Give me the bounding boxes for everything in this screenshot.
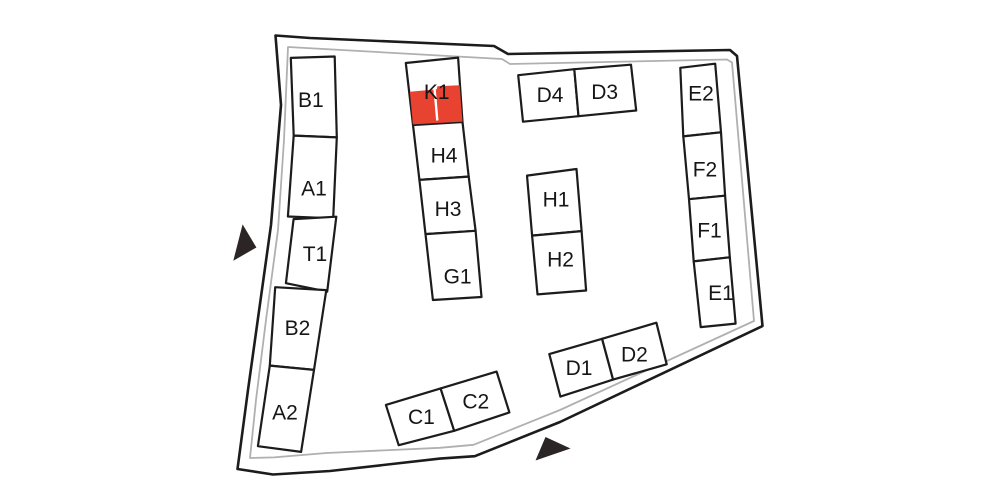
- svg-text:G1: G1: [444, 266, 472, 289]
- svg-text:D3: D3: [591, 81, 618, 104]
- svg-text:H3: H3: [435, 198, 462, 221]
- svg-text:K1: K1: [424, 81, 450, 104]
- svg-text:D4: D4: [537, 84, 564, 107]
- svg-text:E2: E2: [688, 83, 714, 106]
- svg-text:A1: A1: [301, 178, 327, 201]
- svg-text:B2: B2: [285, 317, 311, 340]
- svg-text:D2: D2: [621, 344, 648, 367]
- svg-text:B1: B1: [298, 89, 324, 112]
- svg-text:F1: F1: [697, 220, 722, 243]
- svg-text:A2: A2: [272, 402, 298, 425]
- svg-text:T1: T1: [303, 243, 328, 266]
- svg-text:H4: H4: [431, 145, 458, 168]
- svg-text:F2: F2: [693, 159, 718, 182]
- svg-text:C2: C2: [462, 391, 489, 414]
- svg-text:C1: C1: [408, 406, 435, 429]
- svg-text:H2: H2: [547, 249, 574, 272]
- svg-text:E1: E1: [708, 282, 734, 305]
- svg-text:H1: H1: [543, 189, 570, 212]
- svg-text:D1: D1: [566, 357, 593, 380]
